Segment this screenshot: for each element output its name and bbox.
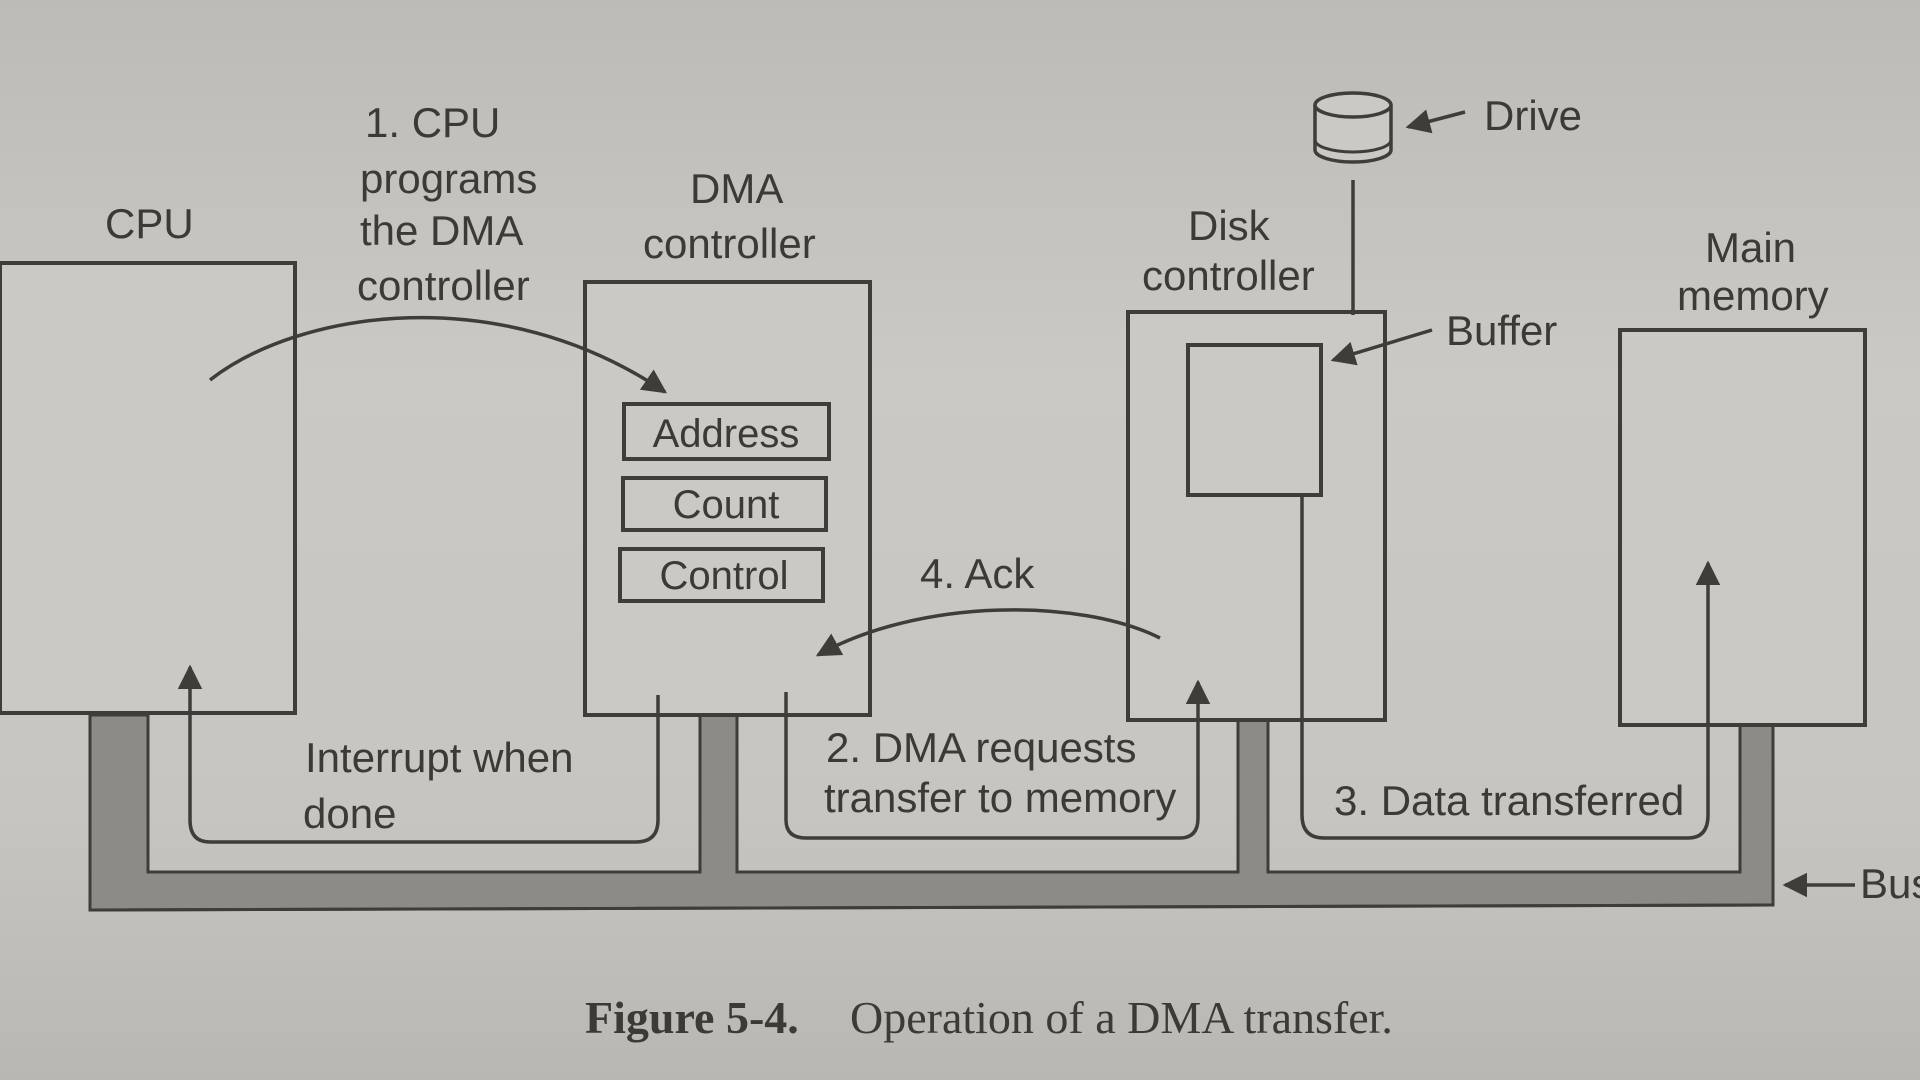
buffer-label: Buffer — [1446, 307, 1557, 354]
disk-controller-box — [1126, 310, 1387, 722]
drive-label: Drive — [1484, 92, 1582, 139]
step3-label: 3. Data transferred — [1334, 777, 1684, 824]
interrupt-label-line1: Interrupt when — [305, 734, 574, 781]
disk-label-line2: controller — [1142, 252, 1315, 299]
drive-icon — [1313, 91, 1393, 164]
dma-label-line2: controller — [643, 220, 816, 267]
register-control-label: Control — [660, 554, 789, 598]
register-address-box — [622, 402, 831, 461]
register-count-label: Count — [673, 483, 780, 527]
register-address-label: Address — [653, 412, 800, 456]
register-count-box — [621, 476, 828, 532]
caption-text: Operation of a DMA transfer. — [850, 992, 1393, 1043]
dma-label-line1: DMA — [690, 165, 783, 212]
memory-label-line2: memory — [1677, 272, 1829, 319]
ack-label: 4. Ack — [920, 550, 1035, 597]
step1-label-line3: the DMA — [360, 207, 523, 254]
interrupt-arrow — [177, 664, 660, 844]
buffer-pointer-arrow — [1330, 328, 1433, 366]
main-memory-box — [1618, 328, 1867, 727]
step2-arrow — [784, 679, 1211, 840]
step1-label-line1: 1. CPU — [365, 99, 500, 146]
register-control-box — [618, 547, 825, 603]
interrupt-label-line2: done — [303, 790, 396, 837]
drive-pointer-arrow — [1405, 109, 1466, 134]
buffer-box — [1186, 343, 1323, 497]
step3-arrow — [1300, 495, 1721, 840]
figure-caption: Figure 5-4. Operation of a DMA transfer. — [585, 992, 1393, 1043]
bus-bottom-edge — [89, 903, 1774, 912]
step2-label-line1: 2. DMA requests — [826, 724, 1136, 771]
cpu-label: CPU — [105, 200, 194, 247]
memory-label-line1: Main — [1705, 224, 1796, 271]
ack-arrow — [815, 608, 1161, 657]
step1-label-line2: programs — [360, 155, 537, 202]
step1-arrow — [208, 315, 668, 394]
cpu-box — [0, 261, 297, 715]
dma-registers: Address Count Control — [618, 402, 831, 603]
step1-label-line4: controller — [357, 262, 530, 309]
step2-label-line2: transfer to memory — [824, 774, 1176, 821]
disk-label-line1: Disk — [1188, 202, 1271, 249]
caption-number: Figure 5-4. — [585, 992, 799, 1043]
bus-label: Bus — [1860, 860, 1920, 907]
